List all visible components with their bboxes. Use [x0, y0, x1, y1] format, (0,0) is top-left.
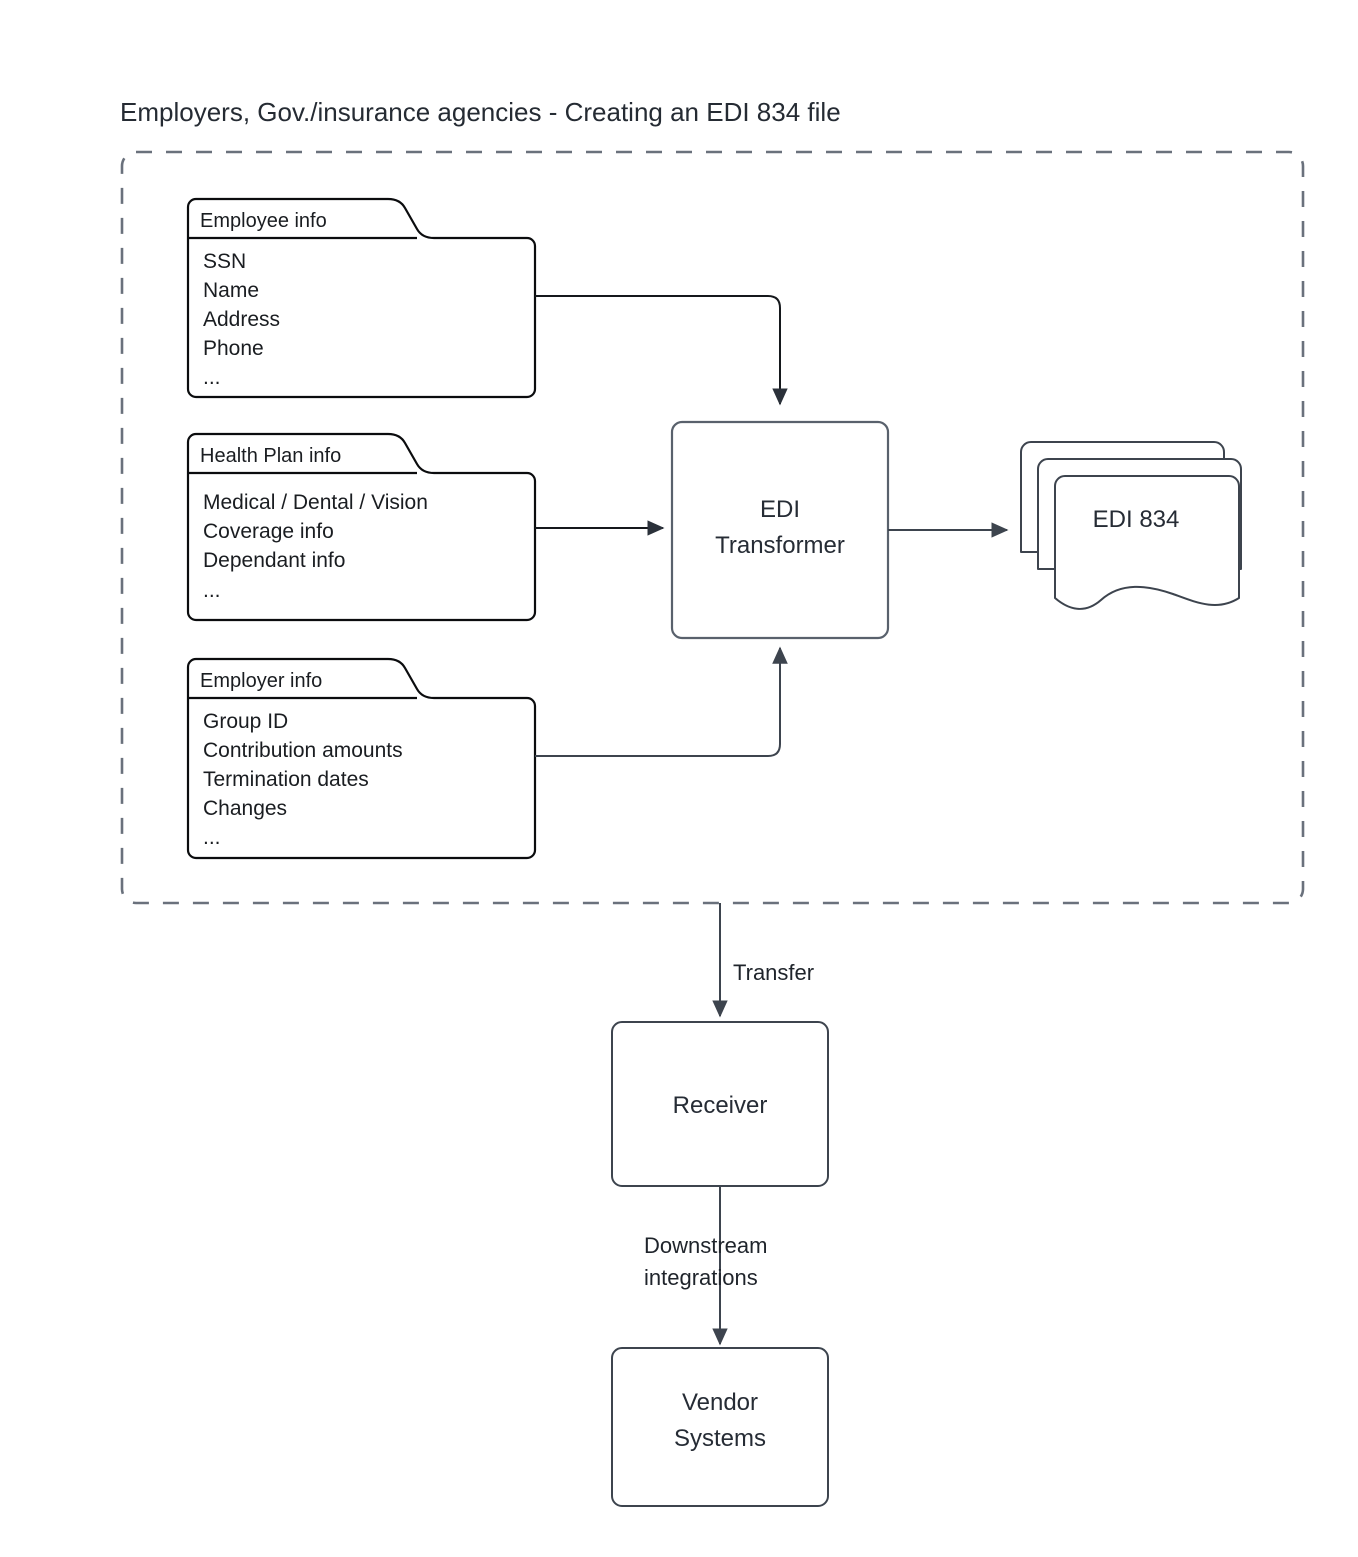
- folder-icon: [186, 197, 537, 399]
- folder-item: Coverage info: [203, 520, 334, 543]
- vendor-systems-label-line2: Systems: [674, 1425, 766, 1452]
- folder-item: Name: [203, 279, 259, 302]
- folder-item: ...: [203, 366, 221, 389]
- document-stack-icon-sheet-front: [1054, 475, 1240, 610]
- node-edi-834-document-stack[interactable]: EDI 834: [1020, 441, 1242, 610]
- folder-item: ...: [203, 579, 221, 602]
- folder-item: Medical / Dental / Vision: [203, 491, 428, 514]
- edi-transformer-box: [670, 420, 890, 640]
- folder-title: Employer info: [200, 670, 322, 692]
- edge-label-downstream-line2: integrations: [644, 1265, 758, 1290]
- node-edi-transformer[interactable]: EDI Transformer: [670, 420, 890, 640]
- folder-icon: [186, 432, 537, 622]
- folder-item: Contribution amounts: [203, 739, 403, 762]
- folder-employee-info[interactable]: Employee info SSN Name Address Phone ...: [186, 197, 537, 399]
- vendor-systems-label-line1: Vendor: [682, 1389, 758, 1416]
- edge-label-transfer: Transfer: [733, 960, 814, 985]
- node-vendor-systems[interactable]: Vendor Systems: [611, 1347, 829, 1507]
- folder-health-plan-info[interactable]: Health Plan info Medical / Dental / Visi…: [186, 432, 537, 622]
- folder-item: Changes: [203, 797, 287, 820]
- folder-item: Group ID: [203, 710, 288, 733]
- folder-employer-info[interactable]: Employer info Group ID Contribution amou…: [186, 657, 537, 860]
- edge-label-downstream-line1: Downstream: [644, 1233, 767, 1258]
- folder-item: SSN: [203, 250, 246, 273]
- folder-item: Phone: [203, 337, 264, 360]
- edi-transformer-label-line2: Transformer: [715, 532, 845, 559]
- folder-title: Employee info: [200, 210, 327, 232]
- folder-item: Dependant info: [203, 549, 345, 572]
- edi-834-label: EDI 834: [1093, 506, 1180, 533]
- connector-employer-to-transformer: [535, 646, 788, 757]
- folder-icon: [186, 657, 537, 860]
- folder-item: Termination dates: [203, 768, 369, 791]
- folder-item: Address: [203, 308, 280, 331]
- folder-item: ...: [203, 826, 221, 849]
- node-receiver[interactable]: Receiver: [611, 1021, 829, 1187]
- connector-employee-to-transformer: [535, 295, 788, 406]
- folder-title: Health Plan info: [200, 445, 341, 467]
- page-title: Employers, Gov./insurance agencies - Cre…: [120, 97, 841, 127]
- vendor-systems-box: [611, 1347, 829, 1507]
- receiver-label: Receiver: [673, 1092, 768, 1119]
- source-systems-boundary: [120, 150, 1305, 905]
- edi-transformer-label-line1: EDI: [760, 496, 800, 523]
